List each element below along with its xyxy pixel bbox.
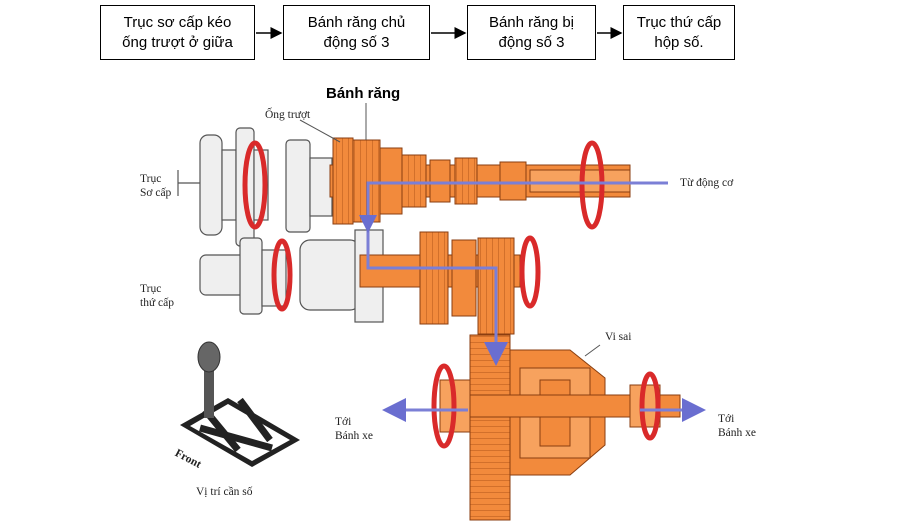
flow-step-2-text: Bánh răng chủ động số 3 xyxy=(307,13,406,51)
gear-title-label: Bánh răng xyxy=(326,85,401,102)
flow-step-1-text: Trục sơ cấp kéo ống trượt ở giữa xyxy=(122,13,233,51)
sleeve-label: Ống trượt xyxy=(265,109,311,121)
input-shaft-orange xyxy=(329,139,631,223)
shift-position-label: Vị trí cần số xyxy=(196,486,253,498)
flow-step-3: Bánh răng bị động số 3 xyxy=(467,5,596,60)
flow-step-4-text: Trục thứ cấp hộp số. xyxy=(636,13,722,51)
secondary-shaft-label: Trục thứ cấp xyxy=(140,283,175,309)
rotation-arrows xyxy=(242,140,661,449)
differential-label: Vi sai xyxy=(605,331,632,343)
primary-shaft-label: Trục Sơ cấp xyxy=(140,173,172,199)
synchro-sleeve xyxy=(332,137,354,225)
flow-step-2: Bánh răng chủ động số 3 xyxy=(283,5,430,60)
label-leaders xyxy=(299,103,601,357)
to-wheel-right-label: Tới Bánh xe xyxy=(718,413,757,439)
flow-step-1: Trục sơ cấp kéo ống trượt ở giữa xyxy=(100,5,255,60)
flow-step-4: Trục thứ cấp hộp số. xyxy=(623,5,735,60)
gear-shift-pattern xyxy=(180,341,300,467)
from-engine-label: Từ động cơ xyxy=(680,177,734,189)
power-flow-path xyxy=(359,181,706,422)
flow-step-3-text: Bánh răng bị động số 3 xyxy=(488,13,575,51)
to-wheel-left-label: Tới Bánh xe xyxy=(335,416,374,442)
